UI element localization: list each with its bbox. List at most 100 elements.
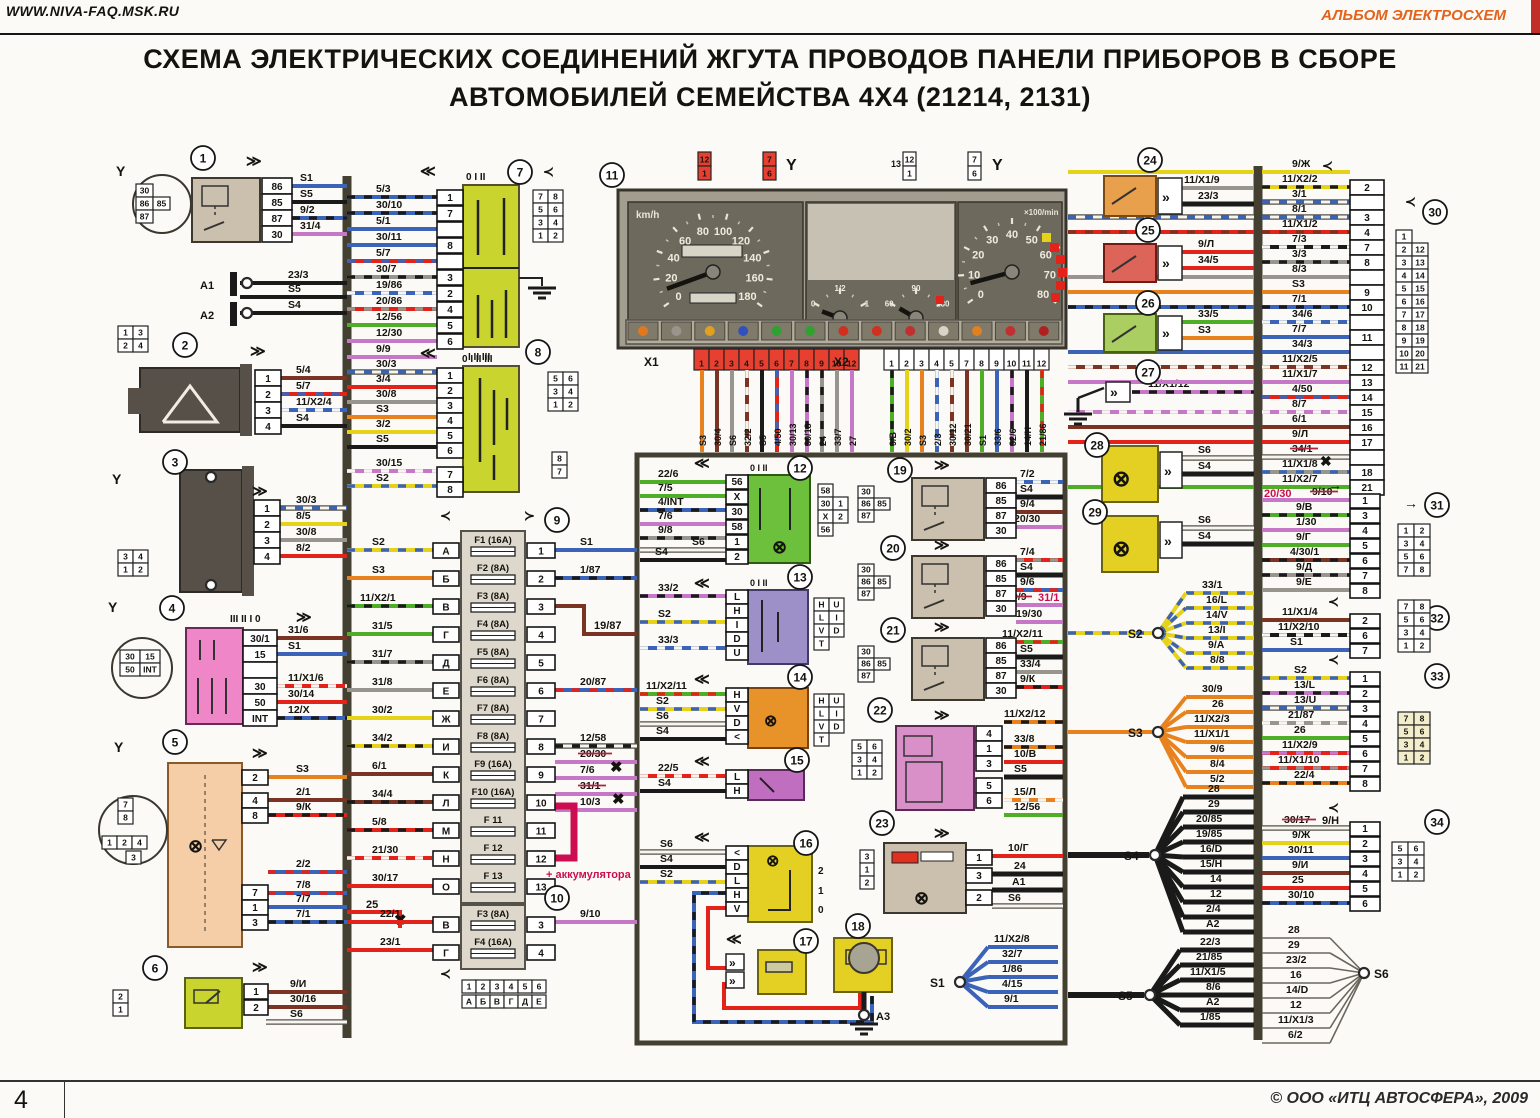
box [681, 244, 743, 258]
label: 5/1 [376, 215, 391, 227]
junction-node [1151, 626, 1165, 640]
label: 6 [986, 796, 992, 807]
component-26-switch [1103, 313, 1157, 353]
label: 3 [538, 218, 543, 228]
connector-red-12pin-cell-6 [762, 165, 777, 181]
label: 8 [557, 454, 562, 464]
grid-cell-85 [873, 575, 891, 589]
label: 15/Н [1200, 858, 1222, 870]
label: S3 [698, 435, 708, 446]
connector-30-badge [1422, 199, 1448, 225]
label: L [734, 592, 740, 603]
junction-s6 [1329, 952, 1365, 974]
label: 7 [447, 209, 453, 220]
junction-node [1148, 848, 1162, 862]
component-24-badge-label: 24 [1143, 154, 1157, 168]
label: 6 [767, 169, 772, 179]
connector-30-pins-blank [1349, 449, 1385, 466]
label: 30/7 [376, 263, 397, 275]
label: 9/4 [1020, 498, 1035, 510]
component-12-pins-1 [725, 534, 749, 550]
label: S5 [1118, 989, 1133, 1003]
label: S3 [1128, 726, 1143, 740]
label: 13/U [1294, 694, 1316, 706]
connector-34-pins-3 [1349, 851, 1381, 867]
component-14-pins-< [725, 729, 749, 745]
speedometer [748, 226, 754, 233]
label: ⊗ [1112, 536, 1130, 561]
label: 31/4 [300, 220, 321, 232]
label: 22/3 [1200, 936, 1221, 948]
component-12-badge [787, 455, 813, 481]
header-rule [0, 33, 1540, 35]
polyline [1111, 255, 1137, 273]
label: 3 [538, 921, 544, 932]
grid-cell-3 [125, 850, 142, 865]
label: 2 [481, 982, 486, 992]
label: 34/2 [372, 732, 393, 744]
connector-34-pins-2 [1349, 836, 1381, 852]
label: 7 [789, 359, 794, 369]
label: 4 [1420, 539, 1425, 549]
label: 22/1 [380, 908, 401, 920]
label: ≺ [543, 164, 554, 179]
label: 9/И [1292, 859, 1308, 871]
label: 11/X2/3 [1194, 713, 1230, 725]
speedometer [663, 302, 670, 308]
label: S6 [656, 710, 669, 722]
label: 0 I II [750, 578, 768, 588]
label: 8 [1420, 714, 1425, 724]
label: 30 [140, 186, 150, 196]
label: 50 [254, 698, 266, 709]
label: S4 [1198, 460, 1211, 472]
label: H [818, 696, 824, 706]
label: 3 [857, 755, 862, 765]
component-23-pins-1 [965, 849, 993, 866]
component-13-pins-U [725, 645, 749, 661]
label: 5 [1362, 541, 1368, 552]
component-10-badge [544, 885, 570, 911]
component-22-badge [867, 697, 893, 723]
component-8-pins-6 [436, 442, 464, 459]
label: 33/1 [1202, 579, 1223, 591]
junction-s1 [958, 945, 990, 984]
label: 25 [366, 899, 378, 911]
label: ⊗ [1112, 466, 1130, 491]
fuse-label-F 13: F 13 [483, 871, 502, 882]
label: H [818, 600, 824, 610]
component-11-badge [599, 162, 625, 188]
label: 4 [1362, 719, 1368, 730]
label: 20 [1415, 349, 1425, 359]
component-12-pins-58 [725, 519, 749, 535]
component-8-badge [525, 339, 551, 365]
component-12-badge-label: 12 [793, 462, 807, 476]
label: 1 [976, 853, 982, 864]
fuse-label-F9 (16А): F9 (16А) [474, 759, 511, 770]
label: A2 [1206, 918, 1220, 930]
component-23-pins-2 [965, 889, 993, 906]
label: 10/В [1014, 748, 1037, 760]
label: 8 [447, 485, 453, 496]
connector-33-pins-2 [1349, 686, 1381, 702]
label: 11/X2/1 [360, 592, 396, 604]
page-number: 4 [14, 1086, 28, 1114]
label: Д [442, 659, 449, 670]
label: 33/8 [1014, 733, 1035, 745]
label: 30 [271, 230, 283, 241]
label: Б [480, 997, 486, 1007]
label: К [443, 771, 450, 782]
component-9-fuse-box-pin-8 [526, 738, 556, 755]
junction-node [1357, 966, 1371, 980]
connector-31-pins-3 [1349, 508, 1381, 524]
component-17-badge [793, 928, 819, 954]
label: 11/X1/2 [1282, 218, 1318, 230]
label: 5 [523, 982, 528, 992]
grid-cell-D [828, 623, 845, 638]
connector-33-pins-3 [1349, 701, 1381, 717]
label: 20/30 [1264, 488, 1292, 500]
label: ≪ [726, 931, 742, 948]
label: 5 [1404, 552, 1409, 562]
component-9-fuse-box-pin-Н [432, 850, 460, 867]
box [1157, 315, 1183, 351]
label: I [835, 613, 837, 623]
